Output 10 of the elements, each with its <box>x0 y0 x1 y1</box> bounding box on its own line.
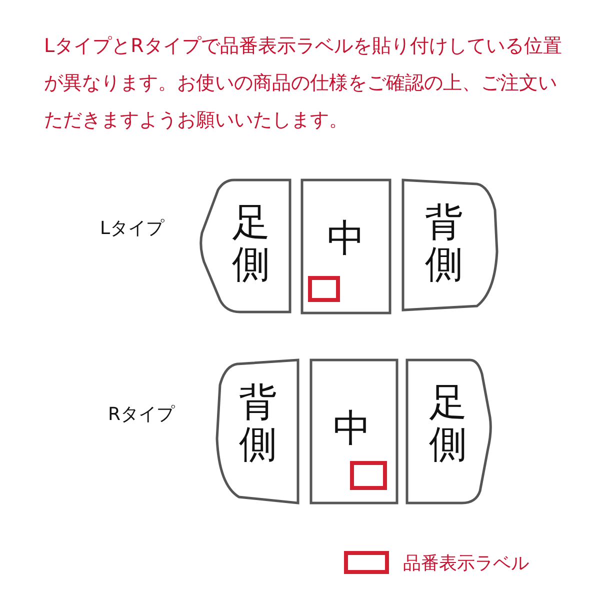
panel-label: 中 <box>333 408 371 450</box>
panel-label: 足側 <box>232 202 270 286</box>
panel-label: 中 <box>327 218 365 260</box>
title-text: LタイプとRタイプで品番表示ラベルを貼り付けしている位置が異なります。お使いの商品の仕様をご確認の上、ご注文いただきますようお願いいたします。 <box>44 34 563 133</box>
type-label: Rタイプ <box>108 403 175 426</box>
panel-label: 足側 <box>429 382 467 466</box>
panel-label: 背側 <box>239 382 277 466</box>
panel-label: 背側 <box>425 202 463 286</box>
type-label: Lタイプ <box>100 217 164 240</box>
legend-text: 品番表示ラベル <box>403 552 529 575</box>
